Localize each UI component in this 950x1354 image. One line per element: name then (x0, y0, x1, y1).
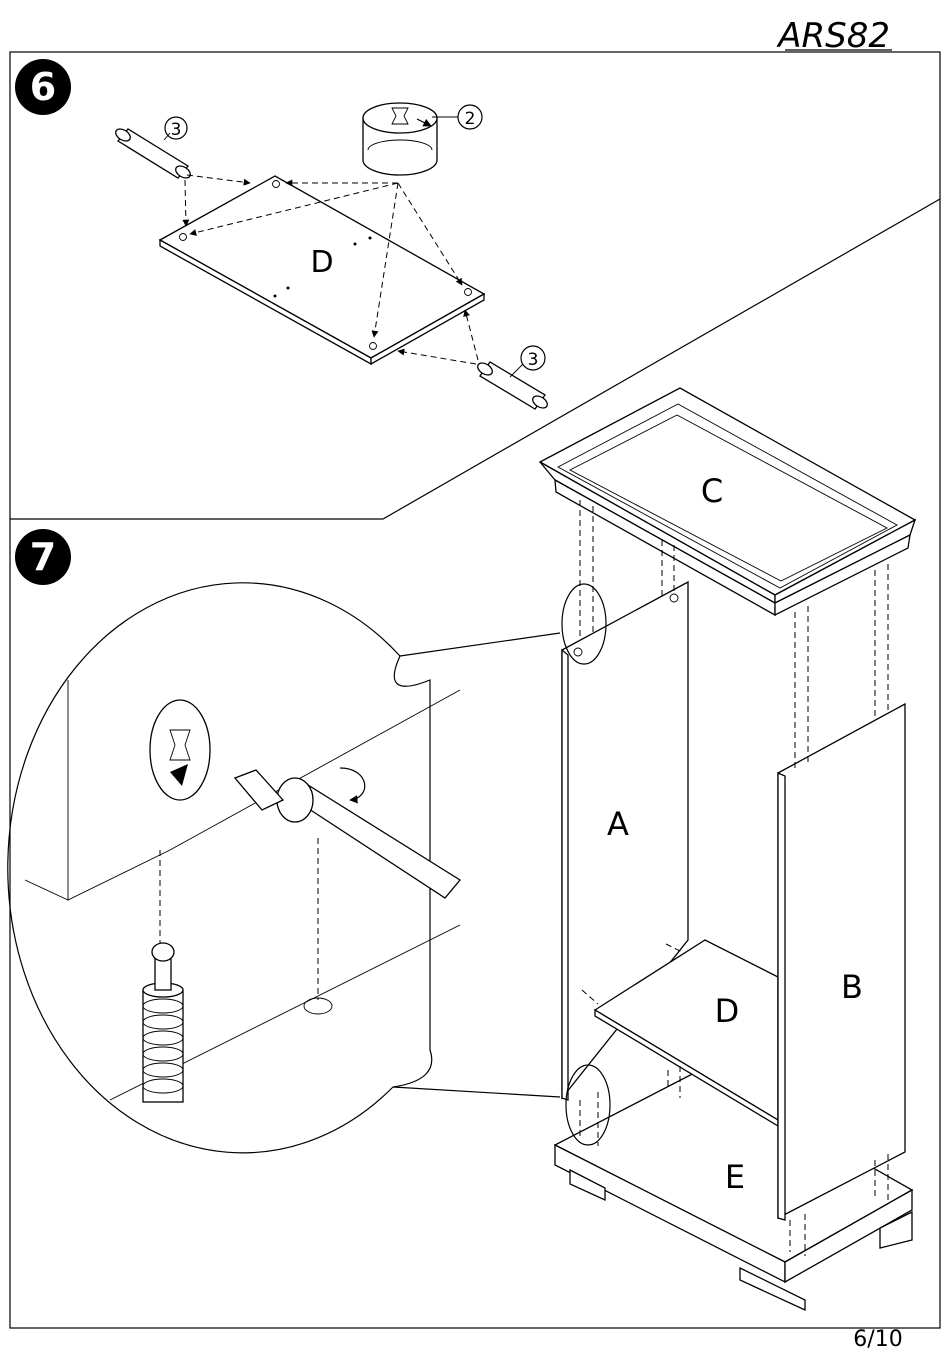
cam-bolt-icon (143, 943, 183, 1102)
callout-part-2: 2 (432, 105, 482, 129)
callout-number: 2 (465, 109, 476, 129)
panel-d-label: D (310, 245, 333, 280)
page-number: 6/10 (853, 1327, 902, 1352)
cam-face-detail (150, 700, 210, 800)
panel-a-label: A (607, 805, 629, 843)
side-panel-b: B (778, 704, 905, 1220)
rotate-arrow-icon (340, 768, 365, 800)
callout-part-3: 3 (164, 117, 187, 140)
panel-d: D (160, 176, 484, 364)
screwdriver-tip-icon (235, 770, 283, 810)
callout-number: 3 (528, 350, 539, 370)
panel-c-label: C (701, 472, 723, 510)
panel-e-label: E (725, 1158, 745, 1196)
top-panel-c: C (540, 388, 915, 615)
step-6-number: 6 (30, 65, 56, 109)
bolt-hole (304, 998, 332, 1014)
panel-d-label: D (715, 992, 740, 1030)
callout-part-3: 3 (510, 346, 545, 377)
detail-bubble (8, 583, 460, 1153)
step-7: 7 C A E (8, 388, 915, 1310)
callout-number: 3 (171, 120, 182, 140)
step-6: 6 D (15, 59, 549, 410)
panel-b-label: B (841, 968, 863, 1006)
step-7-number: 7 (30, 535, 56, 579)
cam-lock-icon (363, 103, 437, 175)
